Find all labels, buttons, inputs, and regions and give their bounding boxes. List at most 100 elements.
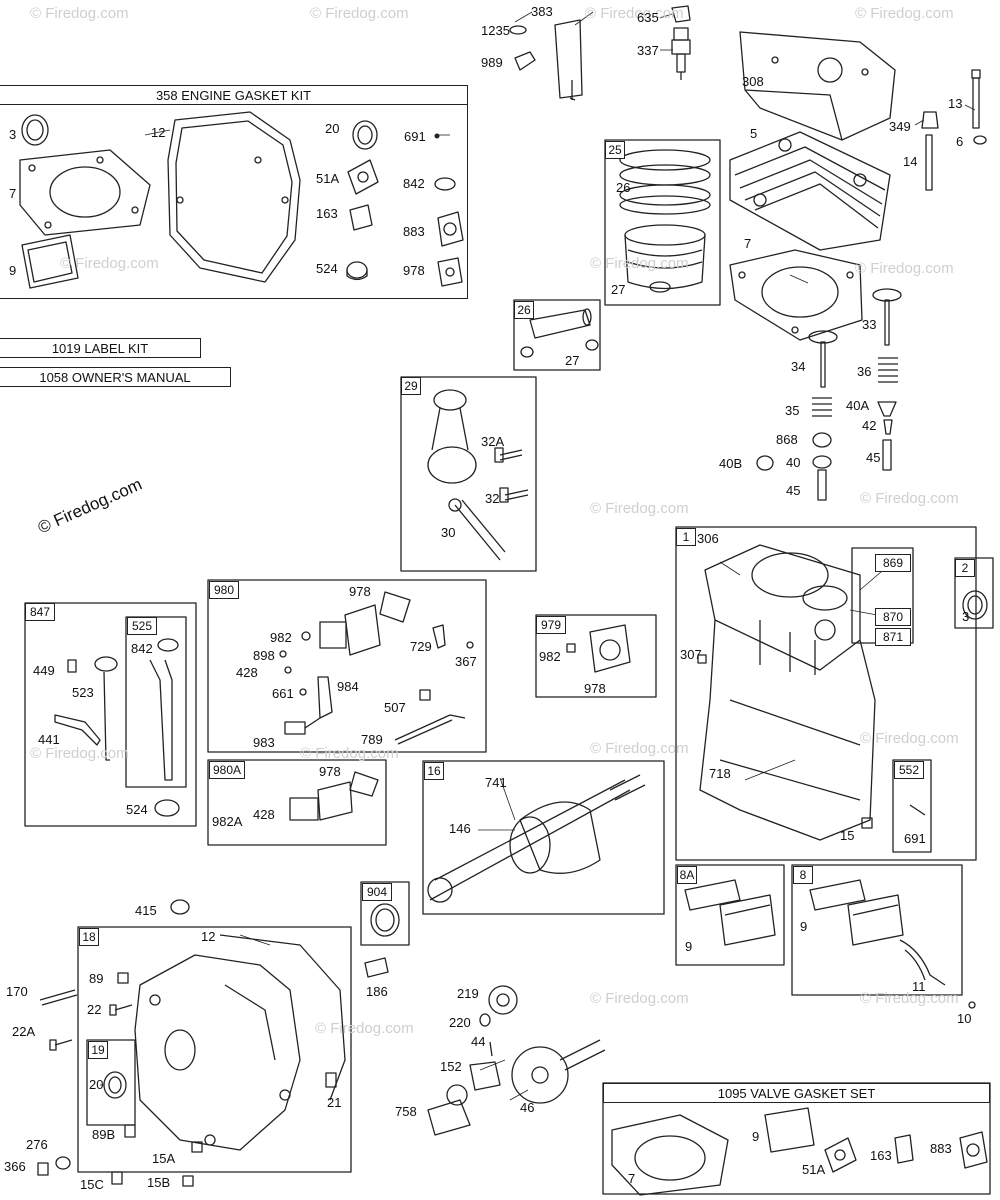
callout: 46 bbox=[520, 1100, 535, 1115]
callout: 44 bbox=[471, 1034, 486, 1049]
callout: 152 bbox=[440, 1059, 462, 1074]
callout: 718 bbox=[709, 766, 731, 781]
fuel-solenoid-alt-box bbox=[207, 759, 387, 846]
nut-349 bbox=[921, 111, 939, 129]
watermark: © Firedog.com bbox=[855, 5, 954, 22]
callout: 883 bbox=[403, 224, 425, 239]
seal-868 bbox=[812, 432, 832, 448]
seal-524 bbox=[154, 799, 180, 817]
breather-8A-box bbox=[675, 864, 785, 966]
group-tag: 8 bbox=[793, 866, 813, 884]
gasket-51A bbox=[347, 159, 379, 195]
vgs-gasket-9 bbox=[764, 1107, 815, 1153]
fuel-solenoid bbox=[319, 604, 381, 656]
screw-982 bbox=[566, 643, 576, 653]
callout: 163 bbox=[870, 1148, 892, 1163]
washer-220 bbox=[479, 1013, 491, 1027]
retaining-clip-27 bbox=[649, 281, 671, 293]
callout: 15A bbox=[152, 1151, 176, 1166]
cylinder-block-box bbox=[675, 526, 977, 861]
watermark: © Firedog.com bbox=[855, 260, 954, 277]
dowel-691 bbox=[909, 804, 926, 816]
callout: 868 bbox=[776, 432, 798, 447]
nut-982 bbox=[301, 631, 311, 641]
retainer-40A bbox=[877, 401, 897, 417]
callout: 978 bbox=[403, 263, 425, 278]
callout: 306 bbox=[697, 531, 719, 546]
screw-428 bbox=[284, 666, 292, 674]
tappet-45b bbox=[817, 469, 827, 501]
callout: 989 bbox=[481, 55, 503, 70]
seal-40B bbox=[756, 455, 774, 471]
camshaft-46 bbox=[511, 1039, 606, 1104]
callout: 982 bbox=[270, 630, 292, 645]
gasket-978 bbox=[437, 257, 463, 287]
valve-34 bbox=[808, 330, 838, 388]
ring-2-box bbox=[954, 557, 994, 629]
callout: 883 bbox=[930, 1141, 952, 1156]
plug-307 bbox=[697, 654, 707, 664]
washer-6 bbox=[973, 135, 987, 145]
washer-898 bbox=[279, 650, 287, 658]
group-tag: 525 bbox=[127, 617, 157, 635]
watermark: © Firedog.com bbox=[585, 5, 684, 22]
callout: 12 bbox=[151, 125, 166, 140]
pin-44 bbox=[489, 1041, 493, 1057]
callout: 21 bbox=[327, 1095, 342, 1110]
callout: 449 bbox=[33, 663, 55, 678]
callout: 842 bbox=[403, 176, 425, 191]
callout: 32A bbox=[481, 434, 505, 449]
callout: 40A bbox=[846, 398, 870, 413]
group-tag: 904 bbox=[362, 883, 392, 901]
callout: 308 bbox=[742, 74, 764, 89]
piston-box bbox=[604, 139, 721, 306]
watermark: © Firedog.com bbox=[590, 255, 689, 272]
callout: 898 bbox=[253, 648, 275, 663]
plug-15C bbox=[111, 1171, 123, 1185]
plug-449 bbox=[67, 659, 77, 673]
callout: 507 bbox=[384, 700, 406, 715]
group-tag: 8A bbox=[677, 866, 697, 884]
callout: 163 bbox=[316, 206, 338, 221]
spring-35 bbox=[812, 397, 832, 417]
gasket-20 bbox=[352, 120, 378, 150]
callout: 27 bbox=[565, 353, 580, 368]
bolt-366 bbox=[37, 1162, 49, 1176]
callout: 523 bbox=[72, 685, 94, 700]
callout: 3 bbox=[962, 609, 970, 624]
watermark: © Firedog.com bbox=[860, 490, 959, 507]
vgs-gasket-163 bbox=[894, 1134, 914, 1164]
seal-20 bbox=[103, 1071, 127, 1099]
crankcase-cover bbox=[134, 934, 346, 1151]
callout: 1235 bbox=[481, 23, 510, 38]
callout: 691 bbox=[404, 129, 426, 144]
group-tag: 847 bbox=[25, 603, 55, 621]
gasket-ring-3 bbox=[21, 114, 49, 146]
connector-507 bbox=[419, 689, 431, 701]
group-tag: 29 bbox=[401, 377, 421, 395]
group-tag: 2 bbox=[955, 559, 975, 577]
callout: 428 bbox=[236, 665, 258, 680]
solenoid-alt bbox=[289, 781, 353, 821]
callout: 349 bbox=[889, 119, 911, 134]
callout-870-tag: 870 bbox=[875, 608, 911, 626]
group-tag: 16 bbox=[424, 762, 444, 780]
callout: 9 bbox=[9, 263, 17, 278]
bolt-22 bbox=[109, 1004, 133, 1016]
group-tag: 18 bbox=[79, 928, 99, 946]
callout: 524 bbox=[316, 261, 338, 276]
vgs-gasket-51A bbox=[824, 1137, 857, 1173]
callout: 5 bbox=[750, 126, 758, 141]
vgs-gasket-883 bbox=[959, 1131, 988, 1169]
callout: 741 bbox=[485, 775, 507, 790]
stud-170 bbox=[39, 989, 78, 1006]
dipstick-523 bbox=[94, 656, 118, 761]
label-kit-title: 1019 LABEL KIT bbox=[0, 338, 201, 358]
dipstick-outer-box bbox=[24, 602, 197, 827]
watermark: © Firedog.com bbox=[310, 5, 409, 22]
tappet-45a bbox=[882, 439, 892, 471]
callout: 367 bbox=[455, 654, 477, 669]
clip-27b bbox=[520, 339, 599, 358]
callout: 982A bbox=[212, 814, 243, 829]
callout: 20 bbox=[325, 121, 340, 136]
